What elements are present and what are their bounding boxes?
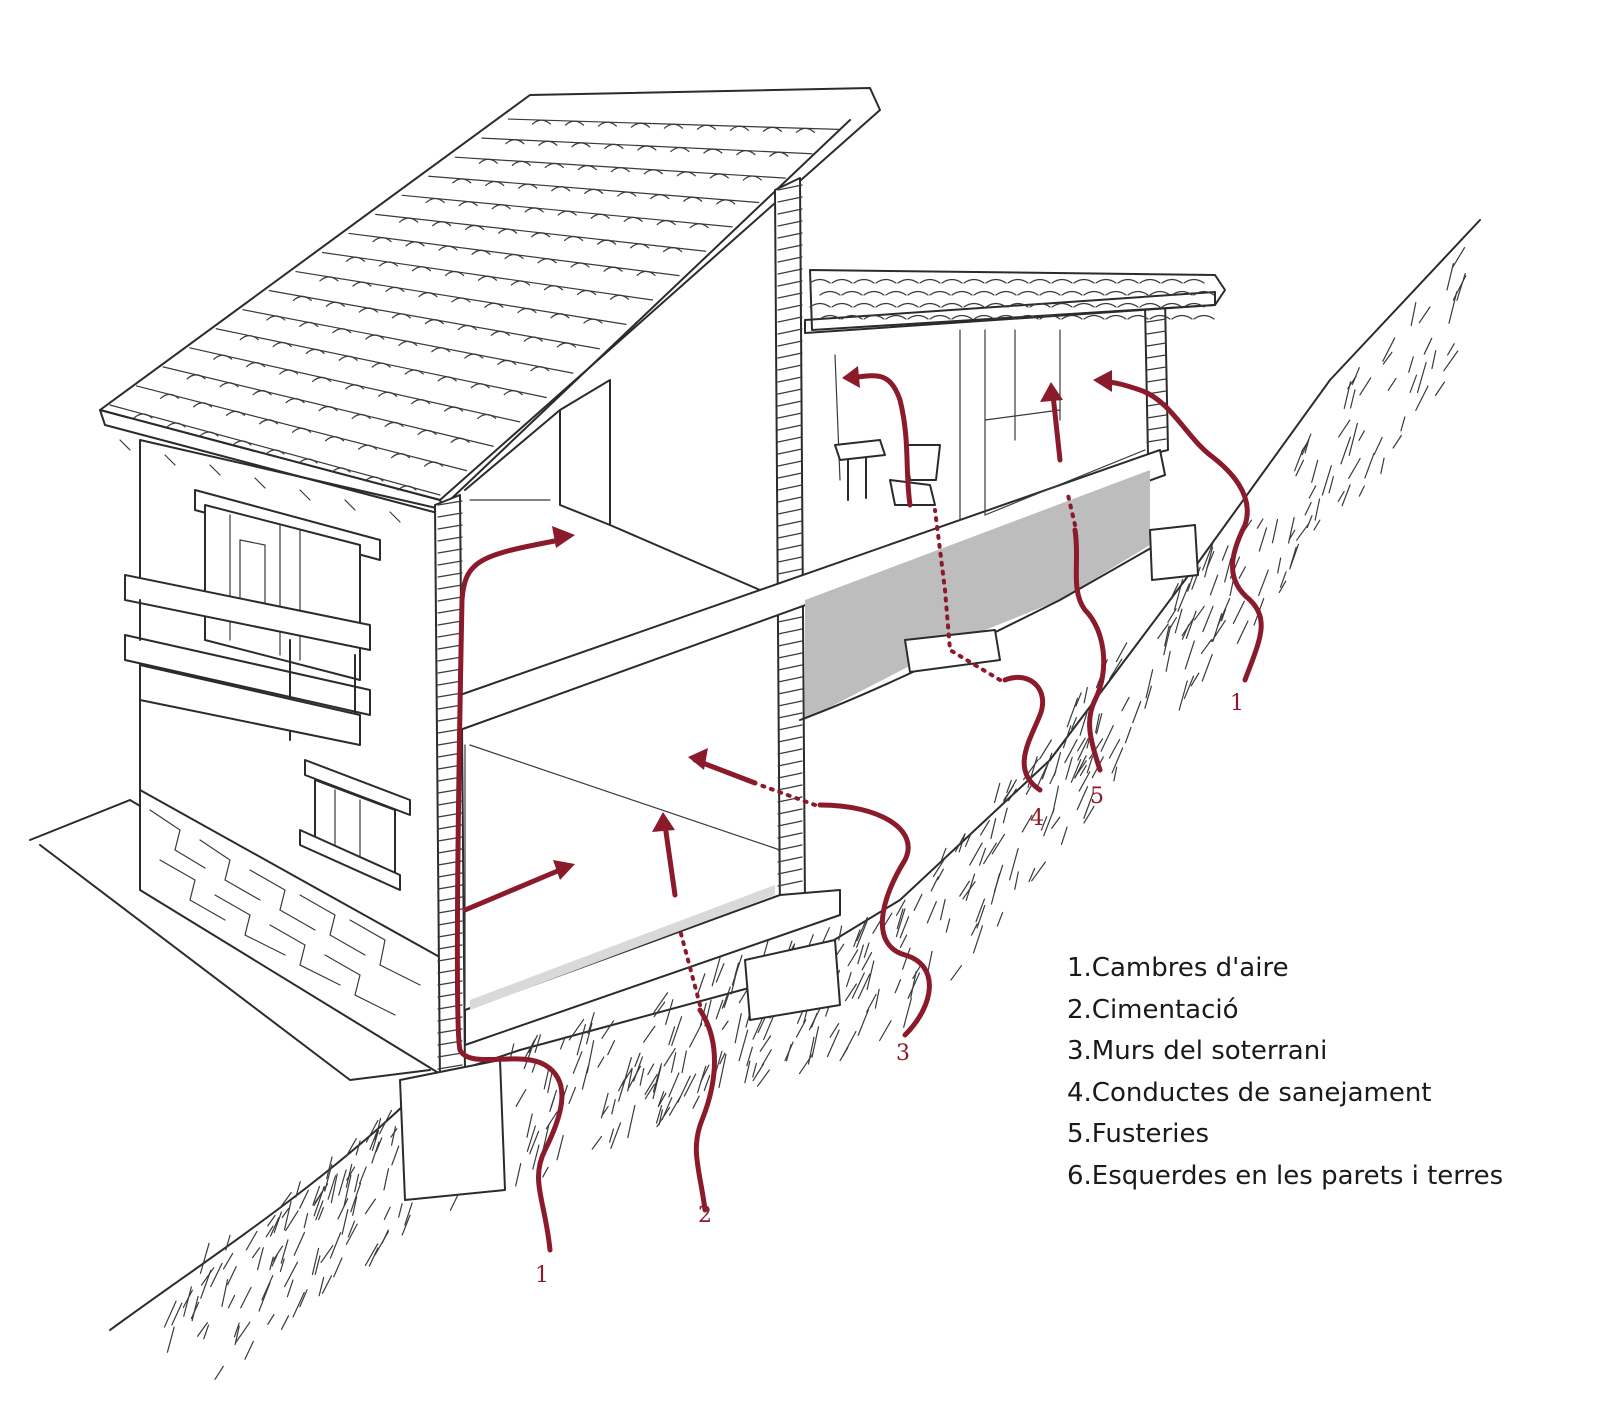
ground-hatching [163,247,1467,1380]
roof-tiles [109,118,840,496]
marker-5: 5 [1090,784,1104,809]
radon-path-4 [1002,674,1046,793]
radon-path-5 [1072,527,1107,773]
radon-branch-ground [462,867,563,913]
radon-path-5-arrow [1050,392,1063,463]
legend-item-3: 3.Murs del soterrani [1067,1036,1328,1066]
radon-path-4-top [847,373,913,508]
marker-1-left: 1 [535,1263,549,1288]
radon-path-5-dotted [1066,493,1077,527]
legend-item-1: 1.Cambres d'aire [1067,953,1289,983]
marker-2: 2 [698,1203,712,1228]
marker-3: 3 [896,1041,910,1066]
radon-path-2 [693,1007,717,1213]
hillside-ground [29,219,1481,1380]
radon-path-2-dotted [678,928,702,1007]
radon-path-1-right [1102,379,1264,683]
radon-path-1-left [454,537,565,1253]
main-roof [99,87,881,523]
main-house [124,439,451,1081]
radon-path-4-dotted [933,508,1002,682]
annex-roof-tiles [809,278,1215,320]
radon-entry-paths: 1 2 3 4 5 1 [454,366,1264,1288]
interior-section [399,177,1226,1201]
radon-path-2-arrow [662,822,678,898]
stone-base-pattern [149,809,421,1016]
radon-path-3-dotted [758,783,817,807]
legend-item-2: 2.Cimentació [1067,994,1239,1025]
marker-1-right: 1 [1230,691,1244,716]
legend-item-6: 6.Esquerdes en les parets i terres [1067,1160,1504,1191]
radon-arrowheads [552,366,1112,880]
radon-path-3 [817,802,932,1038]
legend-list: 1.Cambres d'aire 2.Cimentació 3.Murs del… [1067,948,1503,1197]
legend-item-4: 4.Conductes de sanejament [1067,1077,1432,1108]
marker-4: 4 [1030,806,1044,831]
legend-item-5: 5.Fusteries [1067,1119,1210,1149]
